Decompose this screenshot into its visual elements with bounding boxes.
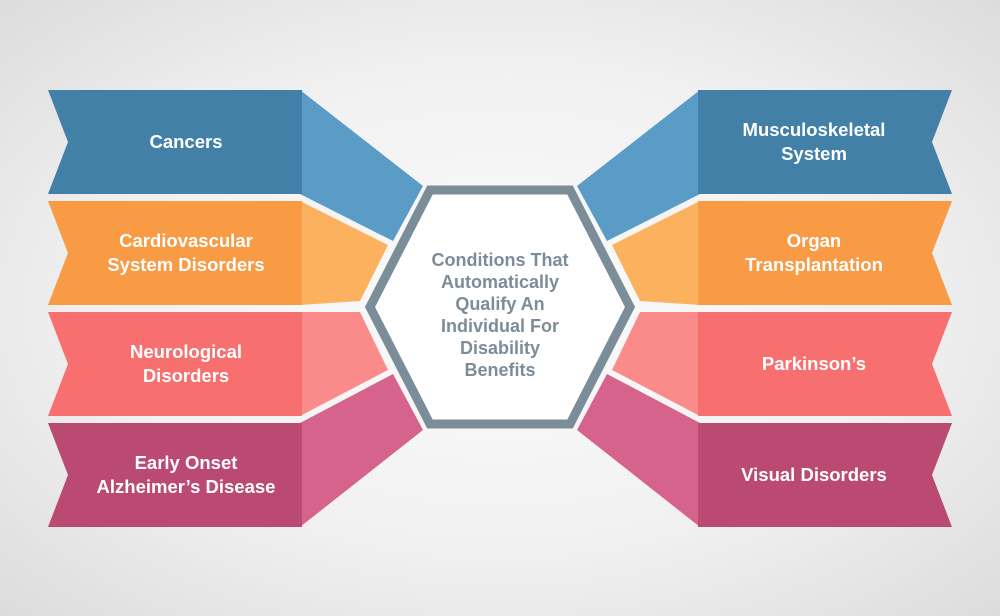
band-layer — [48, 90, 952, 527]
wing-layer — [300, 90, 700, 527]
right-band-parkinsons — [698, 312, 952, 416]
right-wing-parkinsons — [612, 312, 700, 416]
left-wing-cardiovascular — [300, 201, 388, 305]
left-wing-cancers — [300, 90, 423, 241]
left-band-cardiovascular — [48, 201, 302, 305]
left-band-neurological — [48, 312, 302, 416]
right-band-organ-transplantation — [698, 201, 952, 305]
right-band-visual-disorders — [698, 423, 952, 527]
center-hexagon — [364, 185, 636, 429]
left-band-cancers — [48, 90, 302, 194]
left-wing-neurological — [300, 312, 388, 416]
right-wing-musculoskeletal — [577, 90, 700, 241]
left-band-early-onset-alzheimers — [48, 423, 302, 527]
right-wing-visual-disorders — [577, 374, 700, 527]
right-wing-organ-transplantation — [612, 201, 700, 305]
right-band-musculoskeletal — [698, 90, 952, 194]
center-title: Conditions That Automatically Qualify An… — [431, 250, 569, 380]
left-wing-early-onset-alzheimers — [300, 374, 423, 527]
